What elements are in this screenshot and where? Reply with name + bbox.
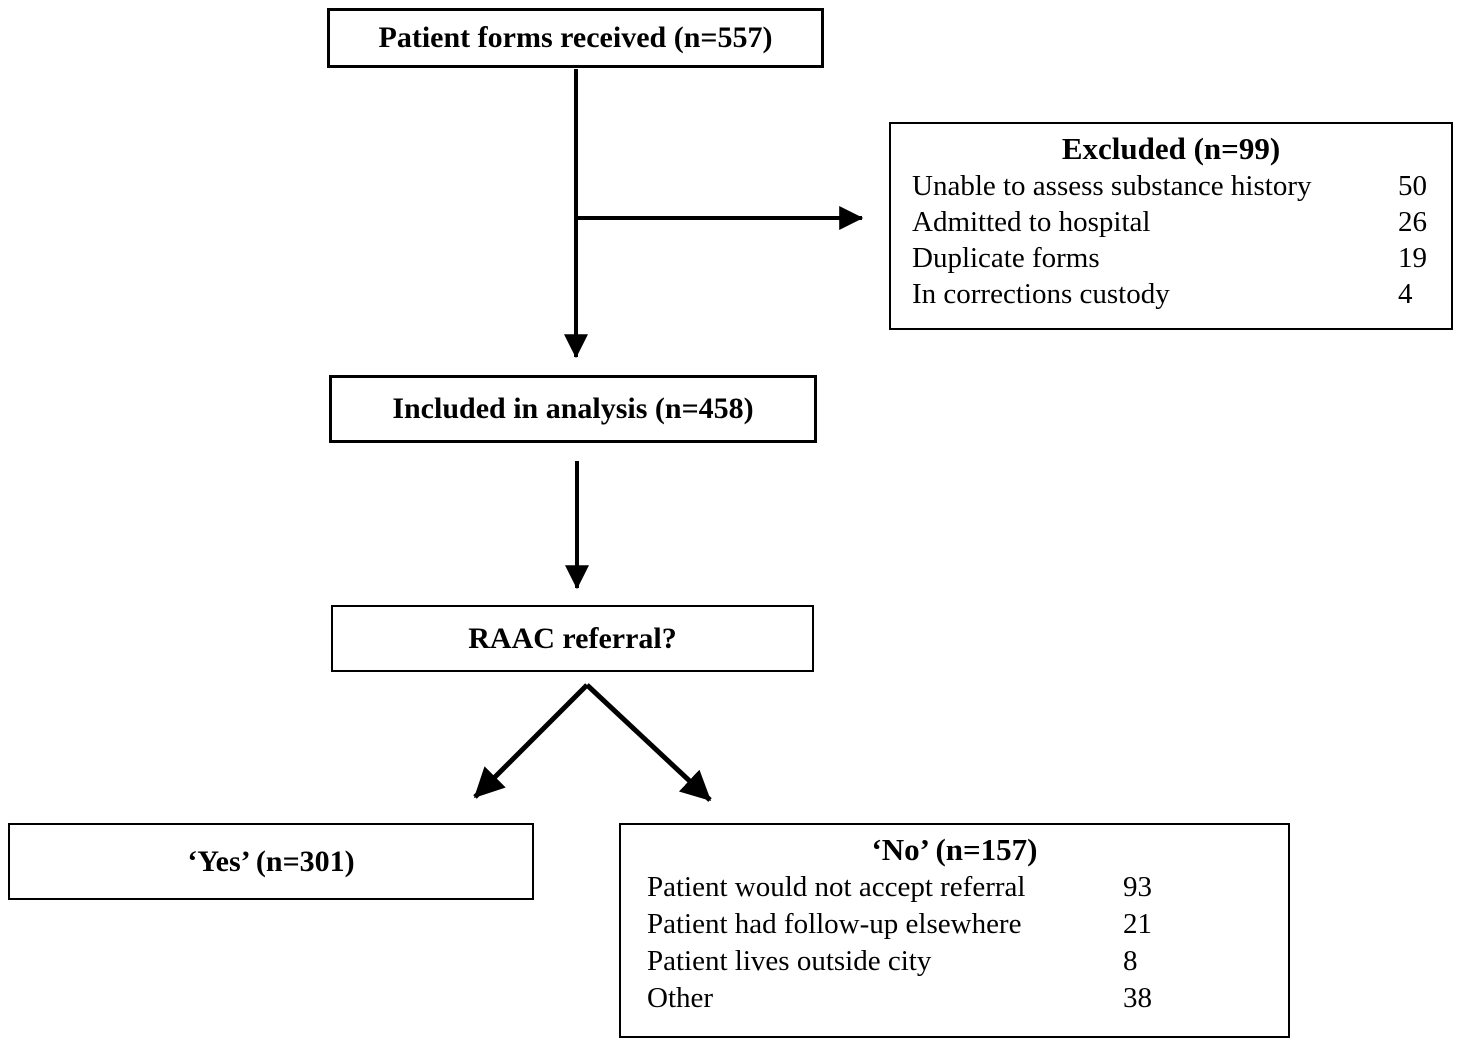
reason-label: Patient had follow-up elsewhere xyxy=(647,908,1022,940)
node-label: Included in analysis (n=458) xyxy=(392,392,754,425)
reason-count: 38 xyxy=(1123,982,1152,1014)
reason-count: 19 xyxy=(1398,242,1427,274)
reason-label: Unable to assess substance history xyxy=(912,170,1312,202)
no-reason-row: Patient had follow-up elsewhere 21 xyxy=(621,906,1288,943)
reason-label: Patient lives outside city xyxy=(647,945,932,977)
excluded-title: Excluded (n=99) xyxy=(1061,131,1281,166)
node-label: ‘Yes’ (n=301) xyxy=(187,844,355,878)
node-no: ‘No’ (n=157) Patient would not accept re… xyxy=(619,823,1290,1038)
arrow-raac-to-no xyxy=(585,683,712,802)
reason-count: 8 xyxy=(1123,945,1138,977)
reason-label: Other xyxy=(647,982,714,1014)
excluded-reason-list: Unable to assess substance history 50 Ad… xyxy=(891,168,1451,312)
no-reason-list: Patient would not accept referral 93 Pat… xyxy=(621,869,1288,1017)
reason-label: Duplicate forms xyxy=(912,242,1100,274)
node-label: RAAC referral? xyxy=(468,621,677,655)
excluded-reason-row: Unable to assess substance history 50 xyxy=(891,168,1451,204)
no-reason-row: Other 38 xyxy=(621,980,1288,1017)
node-excluded: Excluded (n=99) Unable to assess substan… xyxy=(889,122,1453,330)
node-included-in-analysis: Included in analysis (n=458) xyxy=(329,375,817,443)
reason-label: Patient would not accept referral xyxy=(647,871,1026,903)
no-reason-row: Patient lives outside city 8 xyxy=(621,943,1288,980)
reason-count: 21 xyxy=(1123,908,1152,940)
node-patient-forms-received: Patient forms received (n=557) xyxy=(327,8,824,68)
node-raac-referral: RAAC referral? xyxy=(331,605,814,672)
reason-count: 26 xyxy=(1398,206,1427,238)
no-title: ‘No’ (n=157) xyxy=(871,832,1038,867)
no-reason-row: Patient would not accept referral 93 xyxy=(621,869,1288,906)
excluded-reason-row: In corrections custody 4 xyxy=(891,276,1451,312)
reason-count: 4 xyxy=(1398,278,1413,310)
reason-count: 93 xyxy=(1123,871,1152,903)
excluded-reason-row: Admitted to hospital 26 xyxy=(891,204,1451,240)
reason-label: In corrections custody xyxy=(912,278,1170,310)
excluded-reason-row: Duplicate forms 19 xyxy=(891,240,1451,276)
reason-count: 50 xyxy=(1398,170,1427,202)
arrow-raac-to-yes xyxy=(473,683,589,799)
node-yes: ‘Yes’ (n=301) xyxy=(8,823,534,900)
node-label: Patient forms received (n=557) xyxy=(378,21,773,54)
reason-label: Admitted to hospital xyxy=(912,206,1151,238)
